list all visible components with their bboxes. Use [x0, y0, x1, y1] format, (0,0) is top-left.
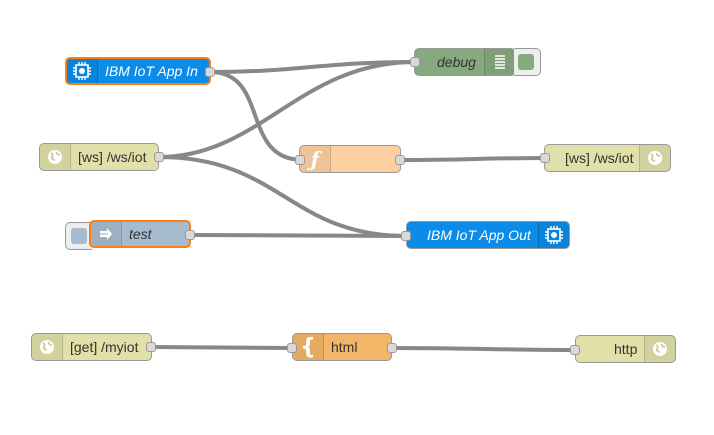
node-label: [ws] /ws/iot	[565, 150, 634, 166]
globe-icon	[32, 334, 63, 360]
node-label: IBM IoT App Out	[427, 227, 531, 243]
wire-ws-in-to-debug[interactable]	[157, 60, 417, 159]
output-port[interactable]	[154, 152, 164, 162]
arrow-in-icon	[91, 222, 122, 246]
node-label: debug	[437, 54, 476, 70]
input-port[interactable]	[287, 343, 297, 353]
output-port[interactable]	[146, 342, 156, 352]
input-port[interactable]	[540, 153, 550, 163]
input-port[interactable]	[295, 155, 305, 165]
node-label: html	[331, 339, 358, 355]
node-http-in[interactable]: [get] /myiot	[31, 333, 152, 361]
wire-http-in-to-template[interactable]	[149, 345, 294, 350]
output-port[interactable]	[185, 230, 195, 240]
wire-ws-in-to-iot-out[interactable]	[157, 155, 408, 238]
globe-icon	[639, 145, 670, 171]
node-websocket-in[interactable]: [ws] /ws/iot	[39, 143, 159, 171]
node-function[interactable]: ƒ	[299, 145, 401, 173]
node-label: IBM IoT App In	[105, 63, 198, 79]
node-ibm-iot-app-in[interactable]: IBM IoT App In	[65, 57, 211, 85]
debug-toggle-indicator	[518, 54, 534, 70]
inject-trigger-button[interactable]	[65, 222, 92, 250]
template-icon: {	[293, 334, 324, 360]
input-port[interactable]	[410, 57, 420, 67]
output-port[interactable]	[205, 67, 215, 77]
chip-icon	[538, 222, 569, 248]
output-port[interactable]	[395, 155, 405, 165]
chip-icon	[67, 59, 98, 83]
wire-iot-in-to-debug[interactable]	[208, 60, 417, 74]
output-port[interactable]	[387, 343, 397, 353]
node-label: [get] /myiot	[70, 339, 139, 355]
list-icon	[484, 49, 515, 75]
input-port[interactable]	[401, 231, 411, 241]
function-icon: ƒ	[300, 146, 331, 172]
node-http-response[interactable]: http	[575, 335, 676, 363]
node-debug[interactable]: debug	[414, 48, 516, 76]
node-template-html[interactable]: { html	[292, 333, 392, 361]
wire-function-to-ws-out[interactable]	[398, 156, 550, 162]
node-label: http	[614, 341, 638, 357]
node-inject-test[interactable]: test	[89, 220, 191, 248]
wire-inject-to-iot-out[interactable]	[188, 233, 408, 238]
globe-icon	[644, 336, 675, 362]
wire-iot-in-to-function[interactable]	[208, 70, 305, 162]
function-glyph: ƒ	[310, 147, 320, 171]
globe-icon	[40, 144, 71, 170]
debug-toggle-button[interactable]	[514, 48, 541, 76]
template-glyph: {	[300, 334, 316, 360]
inject-trigger-indicator	[71, 228, 87, 244]
node-ibm-iot-app-out[interactable]: IBM IoT App Out	[406, 221, 570, 249]
wire-template-to-http-response[interactable]	[390, 346, 577, 352]
node-websocket-out[interactable]: [ws] /ws/iot	[544, 144, 671, 172]
input-port[interactable]	[570, 345, 580, 355]
node-label: [ws] /ws/iot	[78, 149, 147, 165]
node-label: test	[129, 226, 152, 242]
